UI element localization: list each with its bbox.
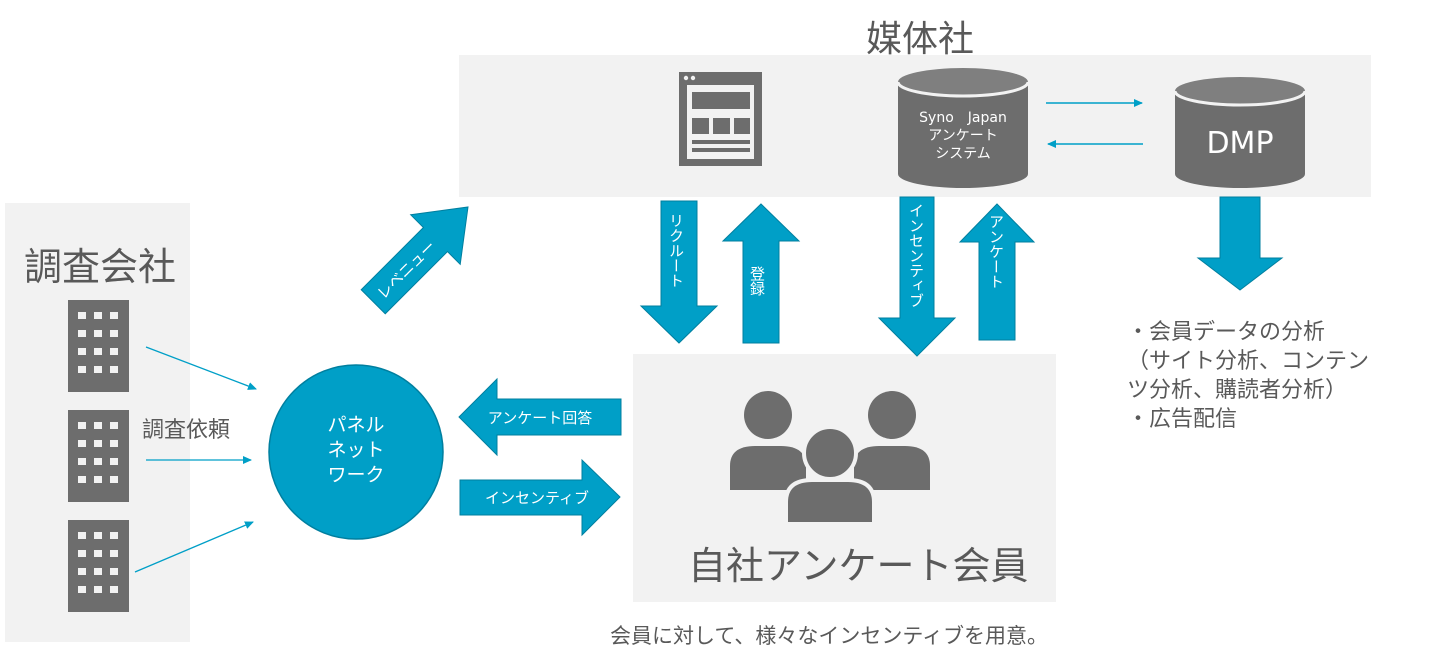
survey-up-arrow xyxy=(958,203,1036,341)
panel-network-label-line: ワーク xyxy=(327,464,384,486)
media-company-title: 媒体社 xyxy=(866,19,975,60)
revenue-arrow xyxy=(360,206,469,315)
people-group-icon xyxy=(730,391,930,526)
dmp-use-line: （サイト分析、コンテン xyxy=(1127,349,1370,374)
members-caption: 会員に対して、様々なインセンティブを用意。 xyxy=(610,624,1049,648)
survey-system-label-line: Syno Japan xyxy=(919,110,1007,126)
office-building-icon xyxy=(68,300,129,392)
panel-network-label-line: ネット xyxy=(327,439,384,461)
survey-system-database-icon xyxy=(896,68,1030,188)
incentive-down-arrow xyxy=(877,196,957,357)
request-arrow xyxy=(145,346,257,390)
dmp-use-line: ・会員データの分析 xyxy=(1127,320,1326,345)
web-page-icon xyxy=(679,72,762,166)
incentive-down-arrow-label: インセンティブ xyxy=(907,203,925,308)
request-arrow xyxy=(134,521,254,573)
survey-answer-arrow xyxy=(458,377,622,457)
panel-network-circle xyxy=(268,364,444,540)
dmp-down-arrow xyxy=(1196,196,1284,291)
recruit-arrow-label: リクルート xyxy=(667,213,685,288)
recruit-arrow xyxy=(639,200,719,344)
office-building-icon xyxy=(68,410,129,502)
office-building-icon xyxy=(68,520,129,612)
survey-system-label-line: システム xyxy=(935,146,991,162)
incentive-right-arrow-label: インセンティブ xyxy=(485,489,589,507)
survey-system-label-line: アンケート xyxy=(928,128,997,144)
dmp-use-line: ・広告配信 xyxy=(1127,407,1238,432)
incentive-right-arrow xyxy=(459,458,621,537)
research-company-title: 調査会社 xyxy=(24,245,177,289)
dmp-use-line: ツ分析、購読者分析） xyxy=(1127,378,1348,403)
dmp-label: DMP xyxy=(1206,126,1273,161)
register-arrow-label: 登録 xyxy=(748,266,766,296)
dmp-uses-list: ・会員データの分析 （サイト分析、コンテン ツ分析、購読者分析） ・広告配信 xyxy=(1127,318,1369,434)
members-title: 自社アンケート会員 xyxy=(688,544,1029,588)
panel-network-label-line: パネル xyxy=(327,414,384,436)
register-arrow xyxy=(721,203,801,344)
survey-answer-arrow-label: アンケート回答 xyxy=(488,409,592,427)
dmp-database-icon xyxy=(1173,77,1307,188)
survey-up-arrow-label: アンケート xyxy=(987,214,1005,289)
survey-request-label: 調査依頼 xyxy=(142,418,231,443)
